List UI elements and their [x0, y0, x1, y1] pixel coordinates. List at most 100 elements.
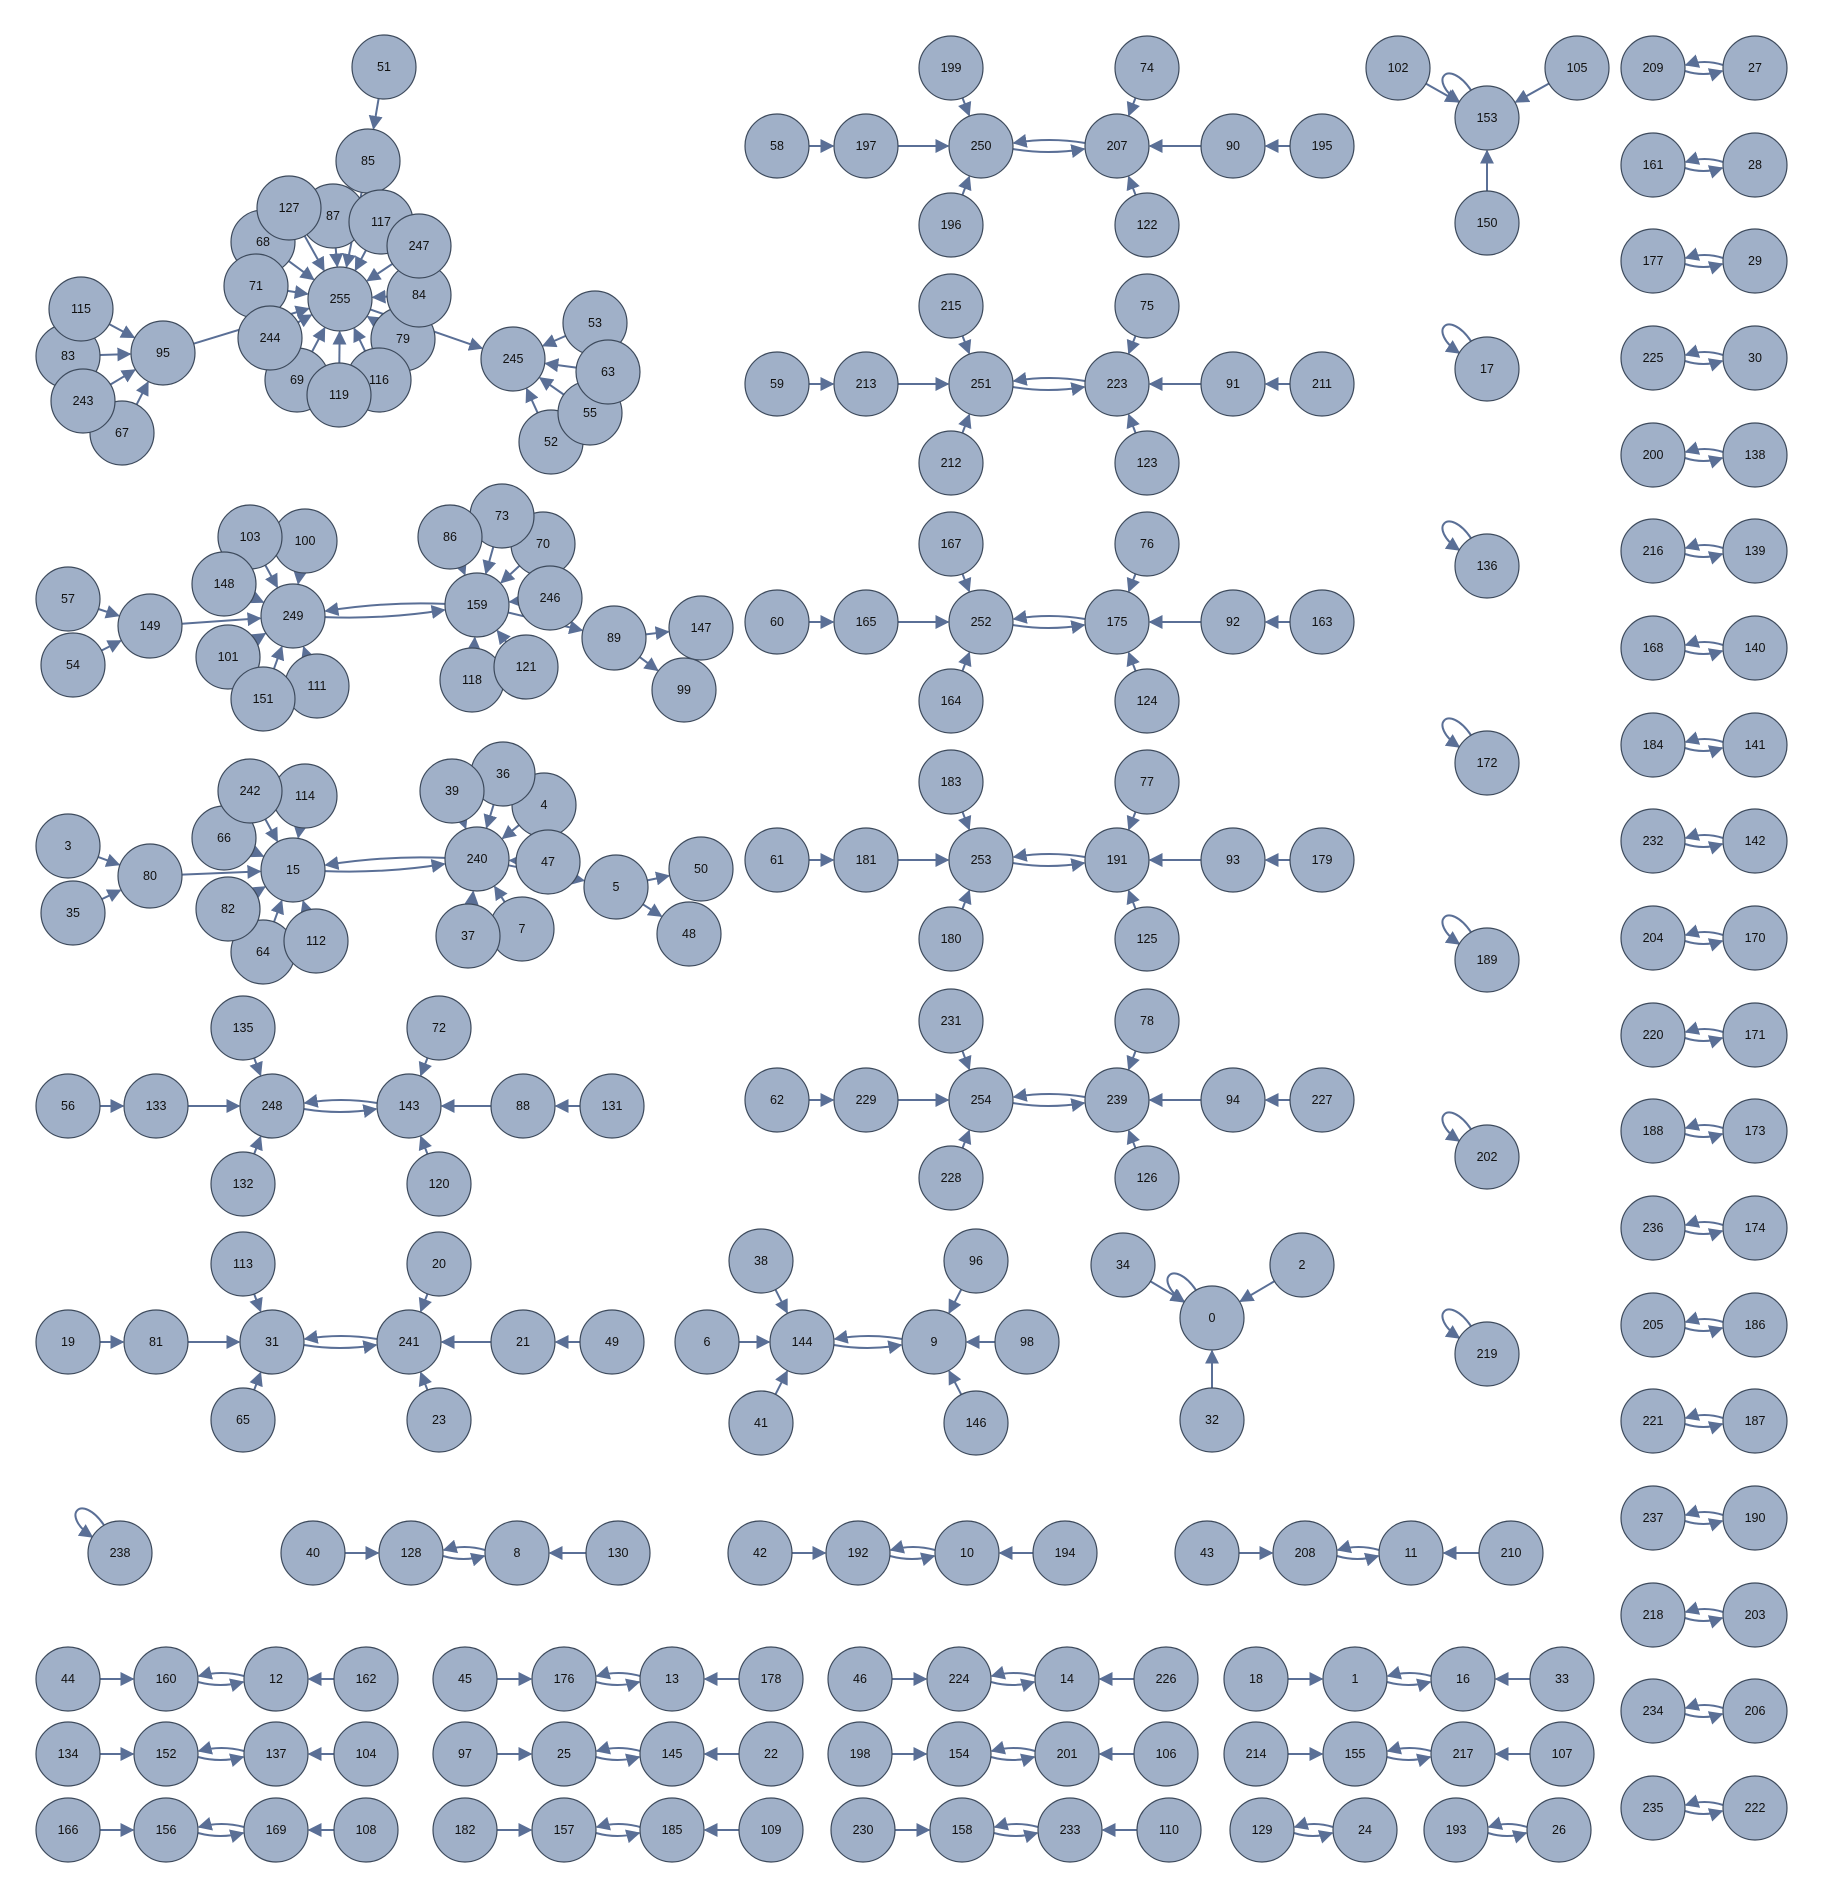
node-circle [490, 1309, 556, 1375]
node-circle [378, 1520, 444, 1586]
node-123: 123 [1114, 430, 1180, 496]
node-label: 163 [1312, 615, 1333, 629]
node-circle [1722, 808, 1788, 874]
node-circle [1034, 1721, 1100, 1787]
node-label: 186 [1745, 1318, 1766, 1332]
node-circle [738, 1646, 804, 1712]
node-151: 151 [230, 666, 296, 732]
node-164: 164 [918, 668, 984, 734]
node-163: 163 [1289, 589, 1355, 655]
edge-221-187 [1684, 1421, 1724, 1435]
node-156: 156 [133, 1797, 199, 1863]
node-circle [1084, 589, 1150, 655]
node-circle [1114, 668, 1180, 734]
node-216: 216 [1620, 518, 1686, 584]
node-98: 98 [994, 1309, 1060, 1375]
edges-layer [74, 54, 1724, 1844]
node-113: 113 [210, 1231, 276, 1297]
node-240: 240 [444, 826, 510, 892]
node-circle [1722, 1098, 1788, 1164]
node-label: 176 [554, 1672, 575, 1686]
node-90: 90 [1200, 113, 1266, 179]
node-label: 6 [704, 1335, 711, 1349]
node-circle [517, 565, 583, 631]
node-circle [1133, 1646, 1199, 1712]
edge-11-208 [1336, 1539, 1380, 1554]
edge-8-128 [442, 1539, 486, 1554]
edge-80-15 [181, 864, 262, 879]
node-label: 123 [1137, 456, 1158, 470]
node-circle [1084, 1067, 1150, 1133]
node-label: 234 [1643, 1704, 1664, 1718]
edge-127-255 [303, 235, 325, 272]
node-label: 171 [1745, 1028, 1766, 1042]
node-circle [237, 305, 303, 371]
node-circle [1200, 113, 1266, 179]
node-circle [1620, 1195, 1686, 1261]
node-97: 97 [432, 1721, 498, 1787]
node-circle [210, 1231, 276, 1297]
node-circle [1084, 827, 1150, 893]
node-130: 130 [585, 1520, 651, 1586]
node-label: 70 [536, 537, 550, 551]
node-label: 98 [1020, 1335, 1034, 1349]
node-label: 185 [662, 1823, 683, 1837]
node-89: 89 [581, 605, 647, 671]
node-242: 242 [217, 758, 283, 824]
node-251: 251 [948, 351, 1014, 417]
node-223: 223 [1084, 351, 1150, 417]
node-122: 122 [1114, 192, 1180, 258]
edge-161-28 [1684, 165, 1724, 179]
node-label: 254 [971, 1093, 992, 1107]
node-circle [656, 901, 722, 967]
edge-184-141 [1684, 745, 1724, 759]
edge-219-219 [1441, 1308, 1472, 1339]
edge-76-175 [1126, 573, 1140, 593]
node-circle [1620, 808, 1686, 874]
node-circle [417, 504, 483, 570]
node-201: 201 [1034, 1721, 1100, 1787]
node-10: 10 [934, 1520, 1000, 1586]
edge-167-252 [958, 573, 972, 593]
node-label: 225 [1643, 351, 1664, 365]
node-184: 184 [1620, 712, 1686, 778]
node-circle [1454, 533, 1520, 599]
edge-1-16 [1386, 1678, 1432, 1693]
node-label: 20 [432, 1257, 446, 1271]
node-circle [1722, 1002, 1788, 1068]
node-63: 63 [575, 339, 641, 405]
edge-216-139 [1684, 551, 1724, 565]
edge-105-153 [1514, 82, 1550, 103]
edge-4-240 [501, 824, 520, 840]
node-circle [432, 1646, 498, 1712]
node-circle [948, 1067, 1014, 1133]
node-label: 105 [1567, 61, 1588, 75]
node-label: 139 [1745, 544, 1766, 558]
node-label: 64 [256, 945, 270, 959]
node-circle [1722, 1388, 1788, 1454]
node-23: 23 [406, 1387, 472, 1453]
node-label: 24 [1358, 1823, 1372, 1837]
node-161: 161 [1620, 132, 1686, 198]
node-label: 83 [61, 349, 75, 363]
edge-217-155 [1386, 1740, 1432, 1755]
node-circle [738, 1797, 804, 1863]
node-11: 11 [1378, 1520, 1444, 1586]
node-circle [1620, 905, 1686, 971]
node-label: 229 [856, 1093, 877, 1107]
node-label: 169 [266, 1823, 287, 1837]
node-132: 132 [210, 1151, 276, 1217]
node-1: 1 [1322, 1646, 1388, 1712]
node-circle [1529, 1646, 1595, 1712]
node-143: 143 [376, 1073, 442, 1139]
edge-249-159 [325, 605, 446, 619]
node-label: 42 [753, 1546, 767, 1560]
node-circle [918, 511, 984, 577]
edge-27-209 [1684, 54, 1724, 68]
edge-66-15 [248, 844, 265, 858]
node-label: 3 [65, 839, 72, 853]
node-circle [35, 1073, 101, 1139]
node-circle [1620, 325, 1686, 391]
node-circle [918, 668, 984, 734]
edge-212-251 [958, 413, 972, 434]
